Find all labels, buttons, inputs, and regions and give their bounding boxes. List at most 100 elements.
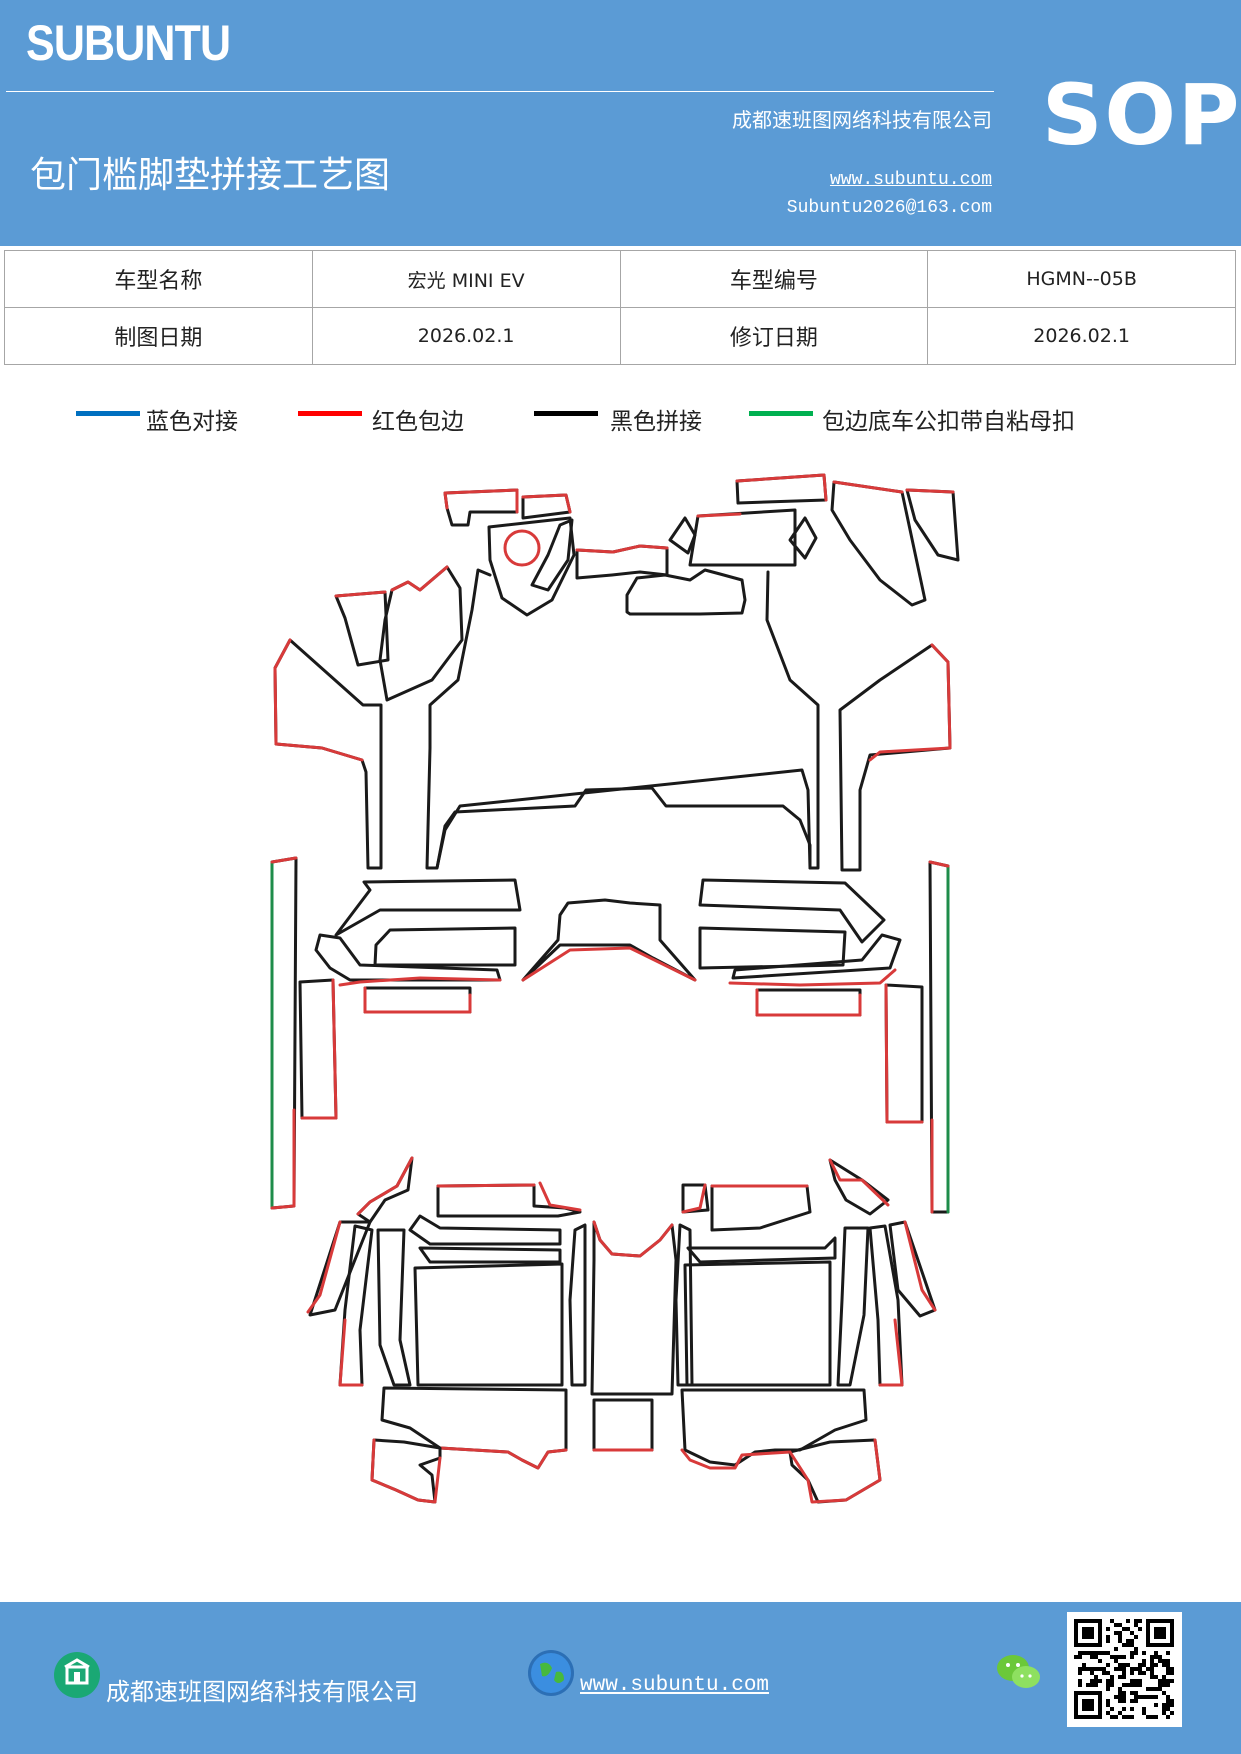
mat-edge-red (681, 1183, 707, 1214)
company-name: 成都速班图网络科技有限公司 (732, 110, 992, 132)
mat-piece (698, 878, 886, 944)
mat-piece (788, 516, 818, 560)
building-icon-glyph (64, 1658, 90, 1685)
mat-piece (273, 638, 383, 870)
mat-piece (338, 1224, 374, 1387)
mat-piece (308, 1220, 372, 1317)
mat-hole (503, 529, 541, 567)
mat-edge-red (443, 488, 519, 514)
mat-piece (698, 926, 847, 970)
front-pieces (270, 473, 960, 1214)
mat-piece (425, 568, 820, 870)
legend-label: 黑色拼接 (610, 409, 702, 434)
header-banner: SUBUNTU 成都速班图网络科技有限公司 包门槛脚垫拼接工艺图 www.sub… (0, 0, 1241, 246)
legend-swatch-blue (76, 411, 140, 416)
model-name-label: 车型名称 (4, 250, 313, 308)
mat-piece (625, 568, 747, 616)
mat-piece (830, 480, 927, 607)
mat-piece (674, 1223, 694, 1387)
mat-piece (592, 1398, 654, 1452)
mat-edge-red (592, 1220, 674, 1258)
footer-company-name: 成都速班图网络科技有限公司 (106, 1680, 418, 1706)
mat-piece (270, 856, 298, 1210)
globe-icon-glyph (531, 1653, 571, 1693)
mat-edge-red (903, 1220, 937, 1312)
vehicle-info-table: 车型名称 宏光 MINI EV 车型编号 HGMN--05B 制图日期 2026… (4, 250, 1236, 365)
mat-piece (380, 1386, 568, 1470)
mat-piece (681, 1183, 710, 1214)
mat-edge-red (735, 473, 828, 502)
mat-piece (868, 1224, 904, 1387)
mat-piece (731, 933, 902, 980)
mat-edge-red (390, 565, 449, 592)
footer-website-link[interactable]: www.subuntu.com (580, 1674, 770, 1697)
legend-swatch-black (534, 411, 598, 416)
mat-piece (836, 1226, 870, 1387)
mat-piece (334, 878, 522, 937)
revise-date-value: 2026.02.1 (927, 307, 1236, 365)
building-icon (54, 1652, 100, 1698)
mat-edge-red (868, 643, 952, 762)
mat-edge-red (680, 1448, 792, 1470)
draw-date-label: 制图日期 (4, 307, 313, 365)
mat-piece (590, 1220, 678, 1396)
color-legend: 蓝色对接 红色包边 黑色拼接 包边底车公扣带自粘母扣 (0, 402, 1241, 442)
mat-piece (688, 508, 797, 567)
mat-piece (443, 488, 519, 527)
mat-piece (373, 926, 517, 967)
wechat-icon[interactable] (996, 1652, 1042, 1692)
qr-code-pattern (1074, 1619, 1174, 1719)
mat-edge-red (755, 988, 862, 1017)
mat-edge-red (306, 1220, 342, 1314)
mat-piece (686, 1236, 837, 1264)
mat-piece (378, 565, 464, 702)
mat-edge-red (300, 978, 338, 1120)
mat-piece (436, 1183, 582, 1218)
mat-piece (568, 1223, 587, 1387)
mat-piece (408, 1214, 562, 1246)
header-divider (6, 91, 994, 92)
mat-piece (530, 518, 574, 592)
globe-icon (528, 1650, 574, 1696)
mat-edge-red (828, 1158, 890, 1207)
legend-label: 红色包边 (372, 409, 464, 434)
mat-edge-red (273, 638, 364, 762)
mat-piece (298, 978, 338, 1120)
legend-label: 包边底车公扣带自粘母扣 (822, 409, 1075, 434)
mat-piece (376, 1228, 412, 1387)
mat-edge-red (521, 493, 572, 514)
mat-edge-red (788, 1438, 882, 1504)
mat-piece (755, 988, 862, 1017)
table-row: 制图日期 2026.02.1 修订日期 2026.02.1 (4, 307, 1236, 365)
mat-piece (668, 516, 697, 555)
website-link[interactable]: www.subuntu.com (829, 170, 992, 190)
rear-pieces (306, 1156, 937, 1504)
model-name-value: 宏光 MINI EV (311, 250, 621, 308)
qr-code[interactable] (1067, 1612, 1182, 1727)
mat-piece (363, 986, 472, 1014)
mat-piece (314, 933, 502, 982)
mat-piece (413, 1262, 564, 1387)
mat-piece (370, 1438, 442, 1504)
mat-piece (683, 1260, 832, 1387)
mat-piece (888, 1220, 937, 1318)
mat-edge-red (832, 480, 904, 494)
mat-edge-red (696, 512, 742, 518)
brand-logo: SUBUNTU (26, 15, 231, 71)
mat-piece (418, 1246, 562, 1264)
legend-swatch-red (298, 411, 362, 416)
mat-edge-red (436, 1181, 582, 1212)
mat-edge-red (338, 1318, 364, 1387)
mat-piece (521, 493, 572, 520)
mat-edge-red (438, 1446, 568, 1470)
email-address: Subuntu2026@163.com (786, 198, 992, 218)
mat-edge-red (521, 946, 697, 982)
footer-banner: 成都速班图网络科技有限公司 www.subuntu.com (0, 1602, 1241, 1754)
mat-piece (356, 1156, 414, 1224)
mat-edge-red (728, 968, 897, 987)
mat-edge-red (270, 856, 298, 1210)
legend-swatch-green (749, 411, 813, 416)
mat-edge-red (575, 544, 669, 554)
wechat-icon-glyph (997, 1655, 1040, 1688)
